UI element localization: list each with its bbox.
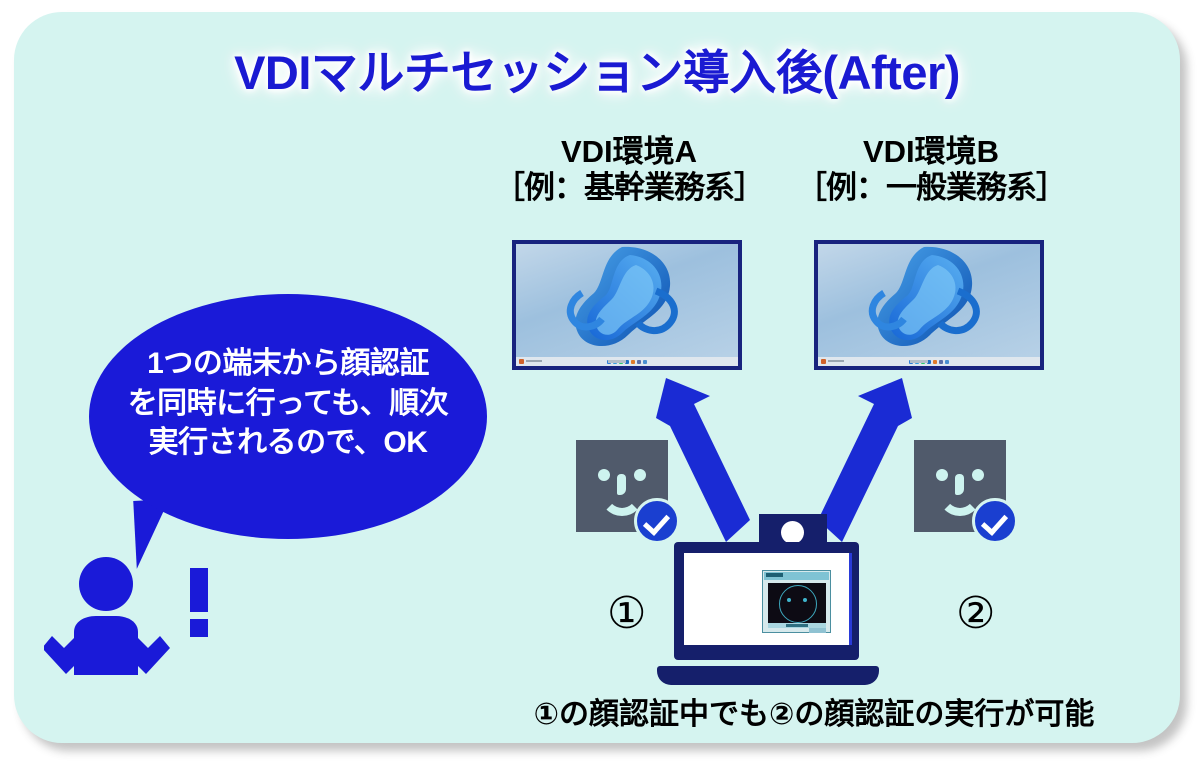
arrow-up-left-icon [656, 378, 750, 542]
face-detection-oval-icon [779, 585, 817, 623]
taskbar-icon-5 [933, 359, 937, 364]
taskbar-weather-label [526, 360, 542, 362]
bloom-wallpaper-icon [868, 246, 980, 347]
taskbar-icon-7 [643, 359, 647, 364]
taskbar-icon-6 [637, 359, 641, 364]
taskbar-icon-5 [631, 359, 635, 364]
env-b-name: VDI環境B [862, 134, 1000, 169]
face-eye-left [936, 469, 948, 481]
env-a-name: VDI環境A [560, 134, 698, 169]
auth-eye-right [803, 598, 807, 602]
taskbar-a [516, 357, 738, 366]
taskbar-b [818, 357, 1040, 366]
monitor-env-a [512, 240, 742, 370]
exclamation-dot [190, 619, 208, 637]
arrow-up-right-icon [818, 378, 912, 542]
face-auth-app-window [762, 570, 831, 633]
windows-desktop-b [818, 244, 1040, 366]
face-mouth [938, 494, 982, 516]
face-nose [955, 474, 964, 495]
taskbar-start-icon [519, 359, 524, 364]
step-number-2: ② [956, 588, 996, 639]
face-square [576, 440, 668, 532]
env-a-heading: VDI環境A ［例：基幹業務系］ [484, 134, 774, 206]
face-nose [617, 474, 626, 495]
auth-camera-preview [768, 583, 826, 623]
face-eye-left [598, 469, 610, 481]
check-circle-icon-2 [972, 498, 1018, 544]
taskbar-start-icon [821, 359, 826, 364]
face-mouth [600, 494, 644, 516]
env-b-example: ［例：一般業務系］ [796, 169, 1067, 205]
person-shrug-shape [42, 557, 170, 675]
face-recognition-icon-1 [576, 440, 680, 544]
taskbar-icon-4 [927, 359, 931, 364]
taskbar-weather-label [828, 360, 844, 362]
taskbar-icon-4 [625, 359, 629, 364]
bubble-line-3: 実行されるので、OK [148, 426, 428, 460]
auth-window-title-text [766, 573, 783, 577]
person-shrug-icon [42, 550, 234, 680]
taskbar-icon-7 [945, 359, 949, 364]
bubble-line-2: を同時に行っても、順次 [127, 386, 449, 420]
step-number-1: ① [607, 588, 647, 639]
taskbar-icon-6 [939, 359, 943, 364]
speech-bubble: 1つの端末から顔認証 を同時に行っても、順次 実行されるので、OK [89, 294, 487, 569]
diagram-card: VDIマルチセッション導入後(After) VDI環境A ［例：基幹業務系］ V… [14, 12, 1180, 743]
auth-window-titlebar [764, 572, 829, 580]
speech-bubble-body [89, 294, 487, 539]
bottom-caption: ①の顔認証中でも②の顔認証の実行が可能 [533, 698, 1095, 731]
taskbar-search-box [910, 360, 928, 363]
auth-toolbar [768, 623, 826, 628]
monitor-env-b [814, 240, 1044, 370]
auth-action-button[interactable] [809, 628, 826, 633]
page-title: VDIマルチセッション導入後(After) [234, 46, 960, 99]
env-a-example: ［例：基幹業務系］ [494, 169, 765, 205]
laptop-base [657, 666, 879, 685]
exclamation-bar [190, 568, 208, 612]
check-circle-icon-1 [634, 498, 680, 544]
speech-bubble-text: 1つの端末から顔認証 を同時に行っても、順次 実行されるので、OK [89, 344, 487, 463]
bubble-line-1: 1つの端末から顔認証 [147, 347, 429, 380]
taskbar-search-box [608, 360, 626, 363]
face-eye-right [634, 469, 646, 481]
auth-toolbar-icons [786, 624, 808, 627]
env-b-heading: VDI環境B ［例：一般業務系］ [786, 134, 1076, 206]
bloom-wallpaper-icon [566, 246, 678, 347]
face-recognition-icon-2 [914, 440, 1018, 544]
auth-eye-left [787, 598, 791, 602]
camera-lens-icon [781, 521, 804, 544]
windows-desktop-a [516, 244, 738, 366]
face-eye-right [972, 469, 984, 481]
